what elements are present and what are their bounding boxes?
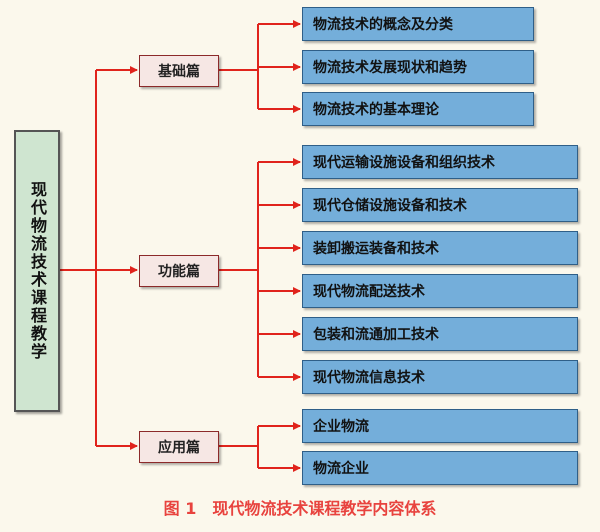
leaf-node: 现代运输设施设备和组织技术: [302, 145, 578, 179]
category-label: 应用篇: [158, 440, 200, 456]
leaf-label: 现代运输设施设备和组织技术: [313, 155, 495, 171]
category-function: 功能篇: [139, 255, 219, 287]
leaf-label: 包装和流通加工技术: [313, 327, 439, 343]
leaf-label: 物流技术发展现状和趋势: [313, 60, 467, 76]
leaf-node: 装卸搬运装备和技术: [302, 231, 578, 265]
leaf-label: 企业物流: [313, 419, 369, 435]
leaf-node: 现代物流配送技术: [302, 274, 578, 308]
figure-title: 现代物流技术课程教学内容体系: [212, 499, 437, 518]
leaf-node: 物流企业: [302, 451, 578, 485]
leaf-label: 物流技术的基本理论: [313, 102, 439, 118]
category-label: 基础篇: [158, 64, 200, 80]
leaf-label: 现代仓储设施设备和技术: [313, 198, 467, 214]
leaf-label: 现代物流信息技术: [313, 370, 425, 386]
category-label: 功能篇: [158, 264, 200, 280]
root-label: 现代物流技术课程教学: [28, 181, 47, 361]
leaf-node: 物流技术的概念及分类: [302, 7, 534, 41]
leaf-label: 物流技术的概念及分类: [313, 17, 453, 33]
leaf-label: 现代物流配送技术: [313, 284, 425, 300]
figure-caption: 图 1 现代物流技术课程教学内容体系: [0, 495, 600, 519]
figure-number: 图 1: [163, 499, 197, 518]
leaf-label: 物流企业: [313, 461, 369, 477]
leaf-node: 包装和流通加工技术: [302, 317, 578, 351]
category-basic: 基础篇: [139, 55, 219, 87]
leaf-node: 现代仓储设施设备和技术: [302, 188, 578, 222]
leaf-node: 现代物流信息技术: [302, 360, 578, 394]
leaf-node: 物流技术发展现状和趋势: [302, 50, 534, 84]
leaf-node: 物流技术的基本理论: [302, 92, 534, 126]
leaf-node: 企业物流: [302, 409, 578, 443]
leaf-label: 装卸搬运装备和技术: [313, 241, 439, 257]
root-node: 现代物流技术课程教学: [14, 130, 60, 412]
category-application: 应用篇: [139, 431, 219, 463]
